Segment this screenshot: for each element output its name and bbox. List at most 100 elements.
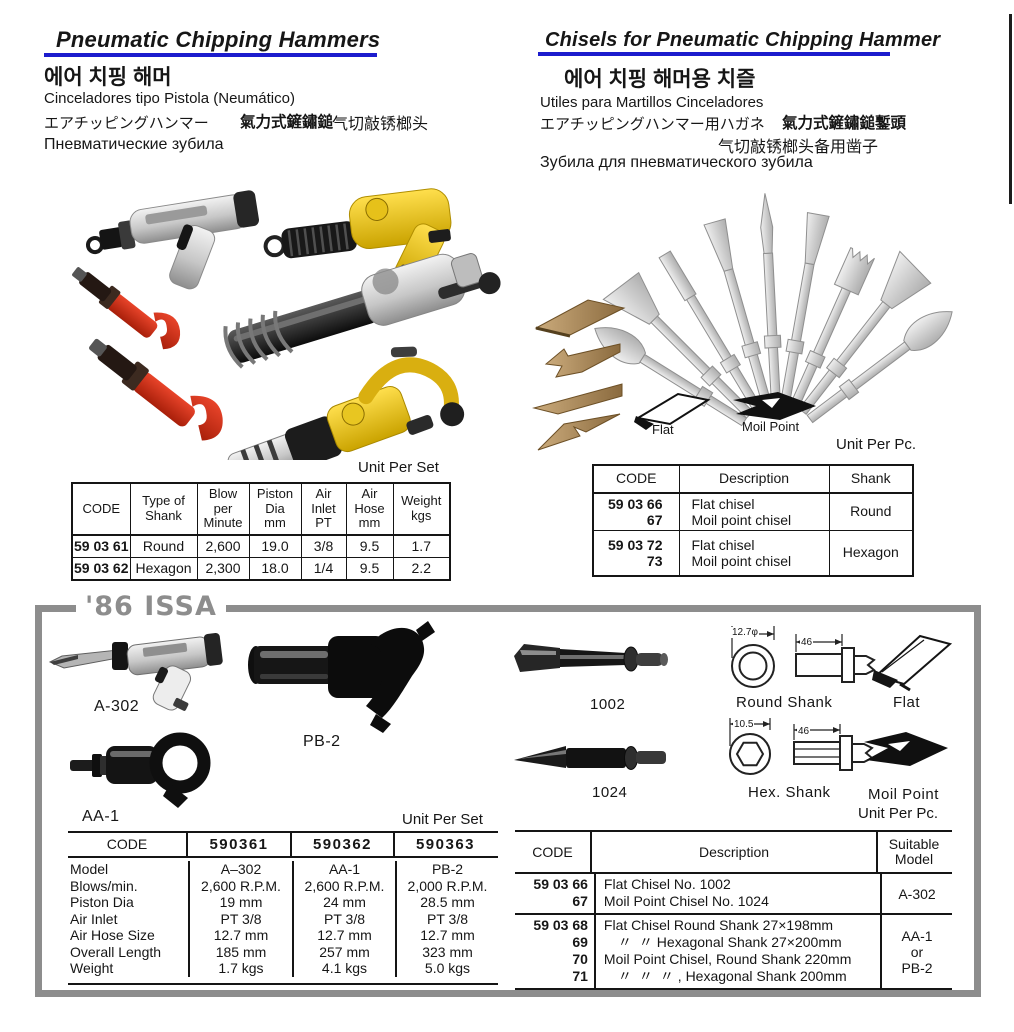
chisel-table: CODE Description Shank 59 03 66 67 Flat … (592, 464, 914, 577)
header-cell-code: CODE (532, 843, 573, 860)
dim-round-length: 46 (800, 637, 814, 648)
table-header-row: CODE Description Suitable Model (515, 832, 952, 874)
header-cell-590363: 590363 (393, 833, 496, 856)
unit-note-issa-hammers: Unit Per Set (402, 811, 483, 828)
cell: 19.0 (248, 534, 302, 558)
chisel-silhouette (789, 247, 875, 409)
cell-code: 59 03 72 73 (592, 529, 680, 577)
cell-code: 59 03 66 67 (592, 492, 680, 531)
header-cell-shank: Type of Shank (129, 482, 198, 536)
figure-label-moil-point: Moil Point (868, 786, 939, 803)
header-cell-piston: Piston Dia mm (248, 482, 302, 536)
table-row: 59 03 62 Hexagon 2,300 18.0 1/4 9.5 2.2 (71, 557, 451, 581)
dim-hex-length: 46 (797, 726, 811, 737)
title-chinese-simplified: 气切敲锈榔头备用凿子 (718, 139, 879, 156)
moil-point-tip-diagram (864, 732, 948, 766)
title-korean: 에어 치핑 해머 (44, 66, 172, 89)
title-chinese-simplified: 气切敲锈榔头 (332, 116, 429, 133)
chisel-fan-photo (532, 193, 953, 451)
figure-label-1024: 1024 (592, 784, 628, 801)
unit-note-issa-chisels: Unit Per Pc. (858, 805, 939, 822)
header-cell-blow: Blow per Minute (196, 482, 250, 536)
figure-label-flat: Flat (893, 694, 921, 711)
table-body-row: Model Blows/min. Piston Dia Air Inlet Ai… (68, 858, 498, 983)
chisel-silhouette (602, 271, 754, 419)
model-label-pb2: PB-2 (303, 733, 341, 750)
cell-suitable-model: AA-1 or PB-2 (880, 915, 952, 988)
header-cell-code: CODE (71, 482, 131, 536)
model-a302-photo (48, 633, 223, 711)
silver-chipping-hammer (223, 253, 501, 369)
table-row: 59 03 72 73 Flat chisel Moil point chise… (592, 529, 914, 577)
moil-chisel-1024-photo (514, 746, 666, 770)
dim-round-diameter: 12.7φ (731, 627, 759, 638)
header-cell-suitable-model: Suitable Model (876, 832, 950, 872)
cell: Round (129, 534, 198, 558)
title-japanese: エアチッピングハンマー (44, 115, 209, 132)
figure-label-1002: 1002 (590, 696, 626, 713)
chisel-silhouette (760, 193, 782, 404)
moil-point-drawing (733, 392, 816, 420)
page-title-hammers: Pneumatic Chipping Hammers (56, 27, 381, 52)
red-hammer-large (89, 338, 223, 441)
cell-code: 59 03 62 (71, 557, 131, 581)
spec-labels-column: Model Blows/min. Piston Dia Air Inlet Ai… (70, 861, 162, 976)
table-header-row: CODE Type of Shank Blow per Minute Pisto… (71, 482, 451, 536)
cell: 2.2 (392, 557, 451, 581)
dim-hex-diameter: 10.5 (733, 719, 755, 730)
figure-label-hex-shank: Hex. Shank (748, 784, 831, 801)
pneumatic-hammers-photo (72, 188, 501, 460)
cell: 9.5 (345, 557, 394, 581)
cell-code: 59 03 68 69 70 71 (533, 917, 588, 984)
table-row: 59 03 66 67 Flat Chisel No. 1002 Moil Po… (515, 874, 952, 915)
cell: 2,600 (196, 534, 250, 558)
hammer-spec-table: CODE Type of Shank Blow per Minute Pisto… (71, 482, 451, 581)
title-russian: Пневматические зубила (44, 136, 224, 153)
title-underline (44, 53, 377, 57)
header-cell-590362: 590362 (290, 833, 393, 856)
header-cell-code: CODE (592, 464, 680, 494)
cell: 2,300 (196, 557, 250, 581)
header-cell-code: CODE (106, 836, 148, 852)
title-spanish: Cinceladores tipo Pistola (Neumático) (44, 90, 295, 107)
table-row: 59 03 61 Round 2,600 19.0 3/8 9.5 1.7 (71, 534, 451, 558)
model-label-a302: A-302 (94, 698, 140, 715)
chisel-silhouette (798, 250, 932, 415)
fan-label-moil: Moil Point (742, 419, 800, 434)
header-cell-shank: Shank (828, 464, 914, 494)
flat-tip-drawing (634, 392, 711, 430)
scan-edge-artifact (1009, 14, 1012, 204)
header-cell-description: Description (678, 464, 830, 494)
issa-hammer-spec-table: CODE 590361 590362 590363 Model Blows/mi… (68, 831, 498, 985)
figure-label-round-shank: Round Shank (736, 694, 833, 711)
flat-chisel-1002-photo (514, 644, 668, 672)
spec-values-pb2: PB-2 2,000 R.P.M. 28.5 mm PT 3/8 12.7 mm… (395, 861, 498, 977)
issa-edition-label: '86 ISSA (76, 591, 226, 622)
title-chinese-traditional: 氣力式鏟鏽鎚鏨頭 (782, 115, 907, 132)
fan-label-flat: Flat (652, 422, 674, 437)
title-spanish: Utiles para Martillos Cinceladores (540, 94, 764, 111)
cell-code: 59 03 61 (71, 534, 131, 558)
table-header-row: CODE Description Shank (592, 464, 914, 494)
cell: 1.7 (392, 534, 451, 558)
spec-values-a302: A–302 2,600 R.P.M. 19 mm PT 3/8 12.7 mm … (188, 861, 292, 977)
cell: Hexagon (129, 557, 198, 581)
chisel-silhouette (703, 218, 772, 407)
title-korean: 에어 치핑 해머용 치즐 (564, 68, 756, 91)
cell-description: Flat chisel Moil point chisel (678, 529, 830, 577)
model-label-aa1: AA-1 (82, 808, 120, 825)
title-underline (538, 52, 890, 56)
cell: 1/4 (300, 557, 347, 581)
cell: 9.5 (345, 534, 394, 558)
cell-suitable-model: A-302 (880, 874, 952, 913)
silver-pistol-hammer (85, 190, 260, 290)
table-header-row: CODE 590361 590362 590363 (68, 833, 498, 858)
header-cell-590361: 590361 (186, 833, 290, 856)
chisel-silhouette (779, 212, 830, 405)
model-aa1-photo (70, 732, 211, 808)
yellow-d-handle-hammer (213, 346, 465, 460)
table-row: 59 03 66 67 Flat chisel Moil point chise… (592, 492, 914, 531)
flat-tip-diagram (872, 634, 953, 692)
cell-code: 59 03 66 67 (533, 876, 588, 909)
cell-shank: Hexagon (828, 529, 914, 577)
